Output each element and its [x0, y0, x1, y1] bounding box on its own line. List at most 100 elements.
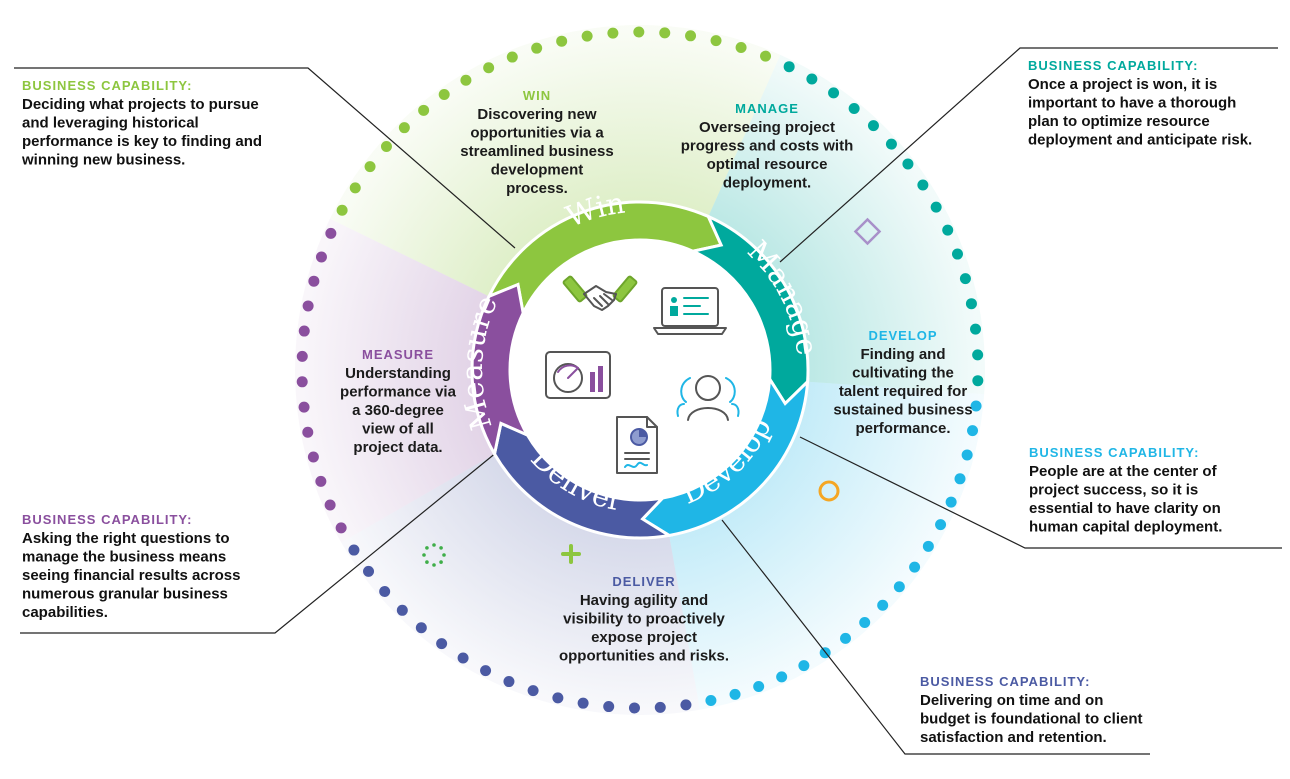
rim-dot-win: [364, 161, 376, 173]
rim-dot-measure: [315, 251, 327, 263]
segment-title-develop: DEVELOP: [868, 328, 937, 343]
rim-dot-measure: [298, 325, 310, 337]
rim-dot-develop: [877, 599, 889, 611]
rim-dot-deliver: [503, 676, 515, 688]
ring-shape: [818, 480, 840, 502]
capability-title-deliver: BUSINESS CAPABILITY:: [920, 674, 1090, 689]
rim-dot-manage: [917, 179, 929, 191]
rim-dot-develop: [970, 400, 982, 412]
rim-dot-measure: [302, 426, 314, 438]
rim-dot-deliver: [680, 699, 692, 711]
rim-dot-deliver: [379, 585, 391, 597]
capability-title-measure: BUSINESS CAPABILITY:: [22, 512, 192, 527]
rim-dot-deliver: [436, 638, 448, 650]
plus-shape: [561, 544, 581, 564]
rim-dot-measure: [296, 376, 308, 388]
leader-line-deliver: [721, 519, 1150, 755]
rim-dot-deliver: [603, 701, 615, 713]
rim-dot-develop: [954, 473, 966, 485]
rim-dot-deliver: [396, 604, 408, 616]
leader-line-manage: [779, 47, 1278, 263]
rim-dot-manage: [942, 224, 954, 236]
rim-dot-develop: [893, 581, 905, 593]
rim-dot-develop: [705, 694, 717, 706]
rim-dot-win: [607, 27, 619, 39]
rim-dot-measure: [302, 300, 314, 312]
rim-dot-win: [760, 50, 772, 62]
sector-measure: [295, 218, 640, 543]
rim-dot-win: [483, 62, 495, 74]
rim-dot-win: [735, 41, 747, 53]
rim-dot-win: [556, 35, 568, 47]
rim-dot-deliver: [480, 665, 492, 677]
rim-dot-deliver: [527, 685, 539, 697]
rim-dot-manage: [959, 273, 971, 285]
rim-dot-manage: [970, 323, 982, 335]
dotted-circle-shape: [422, 543, 446, 567]
rim-dot-win: [336, 204, 348, 216]
rim-dot-develop: [945, 496, 957, 508]
rim-dot-win: [581, 30, 593, 42]
rim-dot-manage: [806, 73, 818, 85]
capability-title-manage: BUSINESS CAPABILITY:: [1028, 58, 1198, 73]
rim-dot-manage: [902, 158, 914, 170]
rim-dot-develop: [729, 688, 741, 700]
rim-dot-measure: [335, 522, 347, 534]
rim-dot-develop: [859, 616, 871, 628]
rim-dot-manage: [885, 138, 897, 150]
center-circle: [510, 240, 770, 500]
diamond-shape: [853, 217, 882, 246]
rim-dot-deliver: [552, 692, 564, 704]
rim-dot-measure: [296, 350, 308, 362]
rim-dot-manage: [828, 87, 840, 99]
leader-line-measure: [20, 451, 498, 634]
rim-dot-measure: [325, 227, 337, 239]
rim-dot-manage: [867, 120, 879, 132]
leader-line-develop: [799, 436, 1282, 549]
rim-dot-measure: [308, 275, 320, 287]
rim-dot-develop: [840, 632, 851, 644]
rim-dot-develop: [967, 425, 979, 437]
rim-dot-deliver: [628, 702, 640, 714]
rim-dot-develop: [776, 671, 788, 683]
rim-dot-win: [398, 122, 410, 134]
segment-title-win: WIN: [523, 88, 551, 103]
people-icon: [676, 375, 740, 421]
rim-dot-measure: [315, 475, 327, 487]
rim-dot-deliver: [348, 544, 360, 556]
laptop-dashboard-icon: [653, 287, 727, 335]
rim-dot-manage: [930, 201, 942, 213]
rim-dot-measure: [298, 401, 310, 413]
segment-title-manage: MANAGE: [735, 101, 799, 116]
rim-dot-develop: [935, 519, 947, 531]
rim-dot-win: [418, 104, 430, 116]
rim-dot-develop: [922, 540, 934, 552]
rim-dot-manage: [972, 349, 984, 361]
rim-dot-win: [659, 27, 671, 39]
rim-dot-win: [349, 182, 361, 194]
segment-title-measure: MEASURE: [362, 347, 434, 362]
rim-dot-manage: [965, 298, 977, 310]
rim-dot-win: [380, 140, 392, 152]
rim-dot-manage: [783, 61, 795, 73]
rim-dot-develop: [753, 680, 765, 692]
rim-dot-win: [438, 88, 450, 100]
rim-dot-win: [633, 26, 645, 38]
handshake-icon: [562, 275, 638, 311]
rim-dot-deliver: [457, 652, 469, 664]
rim-dot-measure: [307, 451, 319, 463]
rim-dot-manage: [848, 102, 860, 114]
rim-dot-develop: [909, 561, 921, 573]
rim-dot-win: [460, 74, 472, 86]
leader-line-win: [14, 67, 516, 249]
rim-dot-develop: [798, 660, 810, 672]
